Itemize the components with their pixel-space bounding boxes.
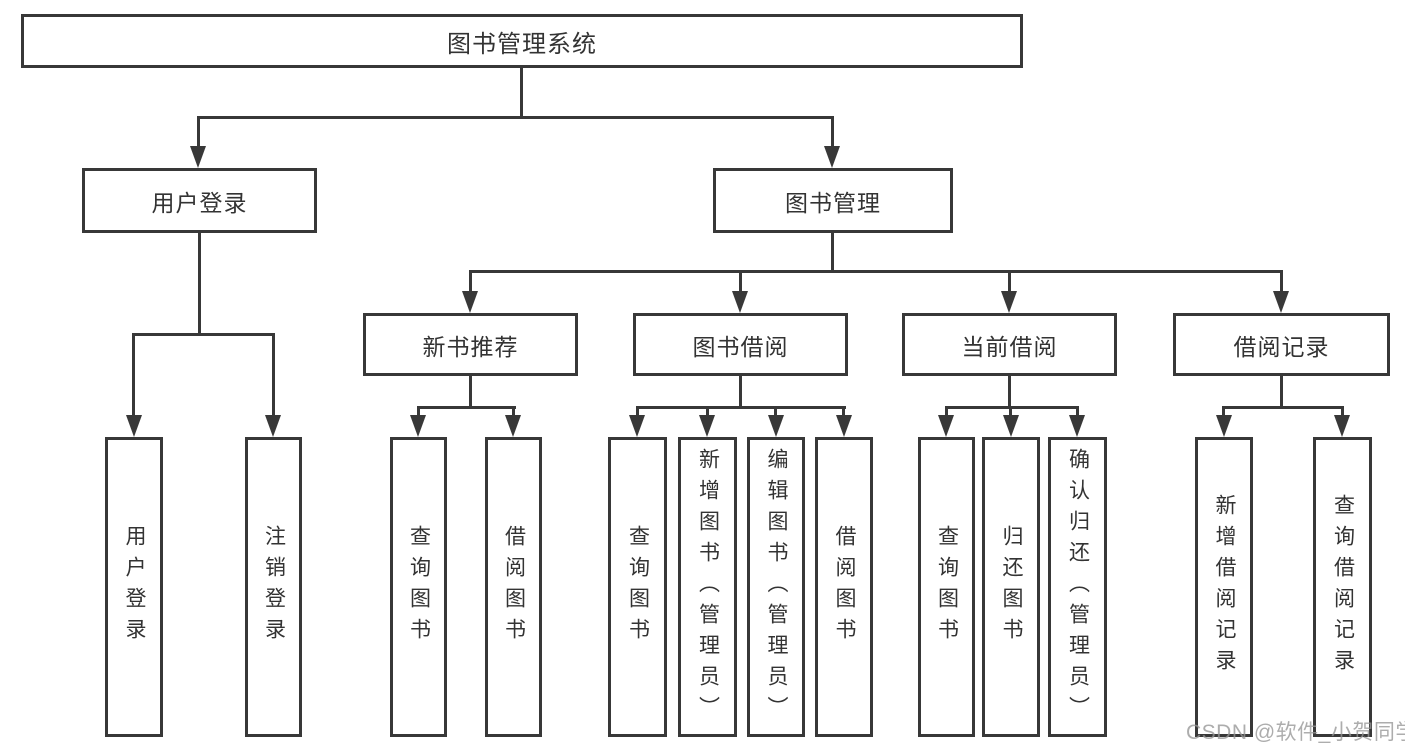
connector-vline [739, 270, 742, 293]
node-new-book-recommend: 新书推荐 [363, 313, 578, 376]
leaf-query-books-current-label: 查询图书 [935, 525, 959, 649]
connector-hline [945, 406, 1079, 409]
arrowhead-down [824, 146, 840, 168]
leaf-query-books-current: 查询图书 [918, 437, 975, 737]
leaf-borrow-books-recommend-label: 借阅图书 [502, 525, 526, 649]
leaf-borrow-books-borrowing-label: 借阅图书 [833, 525, 856, 649]
connector-vline [272, 333, 275, 417]
connector-hline [197, 116, 834, 119]
connector-hline [132, 333, 275, 336]
arrowhead-down [732, 291, 748, 313]
connector-vline [1280, 270, 1283, 293]
arrowhead-down [768, 415, 784, 437]
node-borrowing-records: 借阅记录 [1173, 313, 1390, 376]
connector-hline [1222, 406, 1344, 409]
arrowhead-down [462, 291, 478, 313]
connector-vline [1009, 406, 1012, 417]
leaf-add-books-admin-label: 新增图书（管理员） [696, 447, 720, 727]
leaf-return-books: 归还图书 [982, 437, 1040, 737]
leaf-edit-books-admin-label: 编辑图书（管理员） [765, 447, 788, 727]
node-book-management: 图书管理 [713, 168, 953, 233]
node-root-system: 图书管理系统 [21, 14, 1023, 68]
arrowhead-down [1069, 415, 1085, 437]
connector-vline [1008, 376, 1011, 409]
leaf-borrow-books-recommend: 借阅图书 [485, 437, 542, 737]
connector-vline [198, 233, 201, 336]
connector-vline [417, 406, 420, 417]
arrowhead-down [126, 415, 142, 437]
connector-vline [1222, 406, 1225, 417]
leaf-return-books-label: 归还图书 [1000, 525, 1023, 649]
leaf-add-books-admin: 新增图书（管理员） [678, 437, 737, 737]
connector-vline [706, 406, 709, 417]
connector-vline [520, 68, 523, 119]
connector-vline [739, 376, 742, 409]
leaf-query-books-borrowing: 查询图书 [608, 437, 667, 737]
arrowhead-down [836, 415, 852, 437]
node-current-borrowing: 当前借阅 [902, 313, 1117, 376]
leaf-query-books-recommend-label: 查询图书 [407, 525, 431, 649]
leaf-logout-login: 注销登录 [245, 437, 302, 737]
leaf-add-borrow-record-label: 新增借阅记录 [1213, 494, 1236, 680]
connector-vline [831, 116, 834, 148]
arrowhead-down [1273, 291, 1289, 313]
leaf-confirm-return-admin-label: 确认归还（管理员） [1066, 447, 1090, 727]
connector-vline [469, 270, 472, 293]
leaf-query-books-recommend: 查询图书 [390, 437, 447, 737]
leaf-query-borrow-record-label: 查询借阅记录 [1331, 494, 1355, 680]
connector-hline [636, 406, 846, 409]
node-book-borrowing: 图书借阅 [633, 313, 848, 376]
leaf-logout-login-label: 注销登录 [262, 525, 286, 649]
leaf-user-login-label: 用户登录 [123, 525, 146, 649]
leaf-query-books-borrowing-label: 查询图书 [626, 525, 650, 649]
connector-vline [831, 233, 834, 273]
connector-vline [1341, 406, 1344, 417]
arrowhead-down [1334, 415, 1350, 437]
arrowhead-down [190, 146, 206, 168]
arrowhead-down [699, 415, 715, 437]
connector-vline [469, 376, 472, 409]
arrowhead-down [938, 415, 954, 437]
connector-vline [197, 116, 200, 148]
arrowhead-down [265, 415, 281, 437]
arrowhead-down [1216, 415, 1232, 437]
connector-vline [1280, 376, 1283, 409]
connector-vline [945, 406, 948, 417]
connector-hline [469, 270, 1283, 273]
arrowhead-down [629, 415, 645, 437]
leaf-query-borrow-record: 查询借阅记录 [1313, 437, 1372, 737]
arrowhead-down [1003, 415, 1019, 437]
node-user-login: 用户登录 [82, 168, 317, 233]
connector-vline [1008, 270, 1011, 293]
arrowhead-down [410, 415, 426, 437]
arrowhead-down [1001, 291, 1017, 313]
connector-vline [842, 406, 845, 417]
connector-vline [1076, 406, 1079, 417]
connector-vline [774, 406, 777, 417]
connector-hline [417, 406, 516, 409]
connector-vline [636, 406, 639, 417]
leaf-add-borrow-record: 新增借阅记录 [1195, 437, 1253, 737]
watermark-text: CSDN @软件_小贺同学 [1186, 721, 1405, 744]
leaf-borrow-books-borrowing: 借阅图书 [815, 437, 873, 737]
connector-vline [512, 406, 515, 417]
leaf-confirm-return-admin: 确认归还（管理员） [1048, 437, 1107, 737]
connector-vline [132, 333, 135, 417]
leaf-edit-books-admin: 编辑图书（管理员） [747, 437, 805, 737]
arrowhead-down [505, 415, 521, 437]
leaf-user-login: 用户登录 [105, 437, 163, 737]
